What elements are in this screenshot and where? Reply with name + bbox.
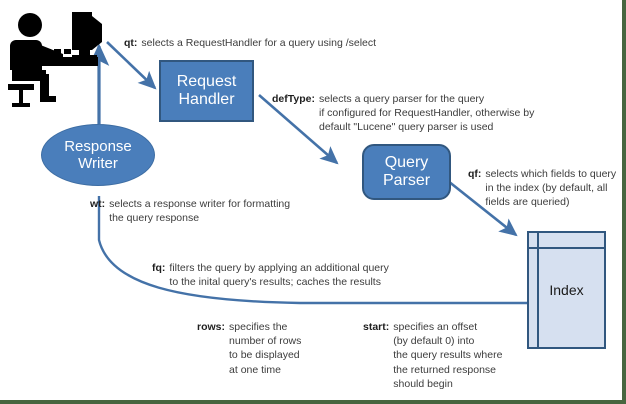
annotation-start-key: start: — [363, 321, 390, 333]
node-index[interactable]: Index — [527, 231, 606, 349]
node-query-parser-label: Query Parser — [382, 153, 431, 189]
node-request-handler[interactable]: Request Handler — [159, 60, 254, 122]
annotation-qf: qf: selects which fields to query in the… — [468, 167, 616, 210]
annotation-start-text: specifies an offset (by default 0) into … — [393, 321, 503, 390]
node-query-parser[interactable]: Query Parser — [362, 144, 451, 200]
arrow-query-parser-to-index — [442, 175, 518, 237]
annotation-deftype: defType: selects a query parser for the … — [272, 92, 534, 135]
node-index-label: Index — [549, 281, 584, 298]
annotation-wt: wt: selects a response writer for format… — [90, 197, 290, 225]
annotation-fq: fq: filters the query by applying an add… — [152, 261, 389, 289]
annotation-qt-text: selects a RequestHandler for a query usi… — [141, 37, 377, 49]
arrow-index-to-response-writer — [97, 196, 527, 305]
index-top-line — [529, 247, 604, 249]
arrow-user-to-request-handler — [106, 41, 157, 90]
node-response-writer-label: Response Writer — [64, 137, 132, 172]
arrow-request-handler-to-query-parser — [258, 94, 339, 165]
page-border-bottom — [0, 400, 626, 404]
annotation-start: start: specifies an offset (by default 0… — [363, 320, 502, 391]
annotation-wt-text: selects a response writer for formatting… — [109, 198, 291, 225]
annotation-rows-key: rows: — [197, 321, 226, 333]
annotation-wt-key: wt: — [90, 198, 106, 210]
annotation-fq-key: fq: — [152, 262, 166, 274]
annotation-rows-text: specifies the number of rows to be displ… — [229, 321, 302, 376]
annotation-rows: rows: specifies the number of rows to be… — [197, 320, 301, 377]
page-border-right — [622, 0, 626, 404]
annotation-deftype-key: defType: — [272, 93, 315, 105]
annotation-qf-key: qf: — [468, 168, 482, 180]
annotation-qf-text: selects which fields to query in the ind… — [485, 168, 617, 209]
node-response-writer[interactable]: Response Writer — [41, 124, 155, 186]
annotation-qt-key: qt: — [124, 37, 138, 49]
annotation-fq-text: filters the query by applying an additio… — [169, 262, 389, 289]
annotation-qt: qt: selects a RequestHandler for a query… — [124, 36, 376, 50]
index-spine-line — [537, 233, 539, 347]
annotation-deftype-text: selects a query parser for the query if … — [318, 93, 535, 134]
node-request-handler-label: Request Handler — [176, 72, 237, 108]
